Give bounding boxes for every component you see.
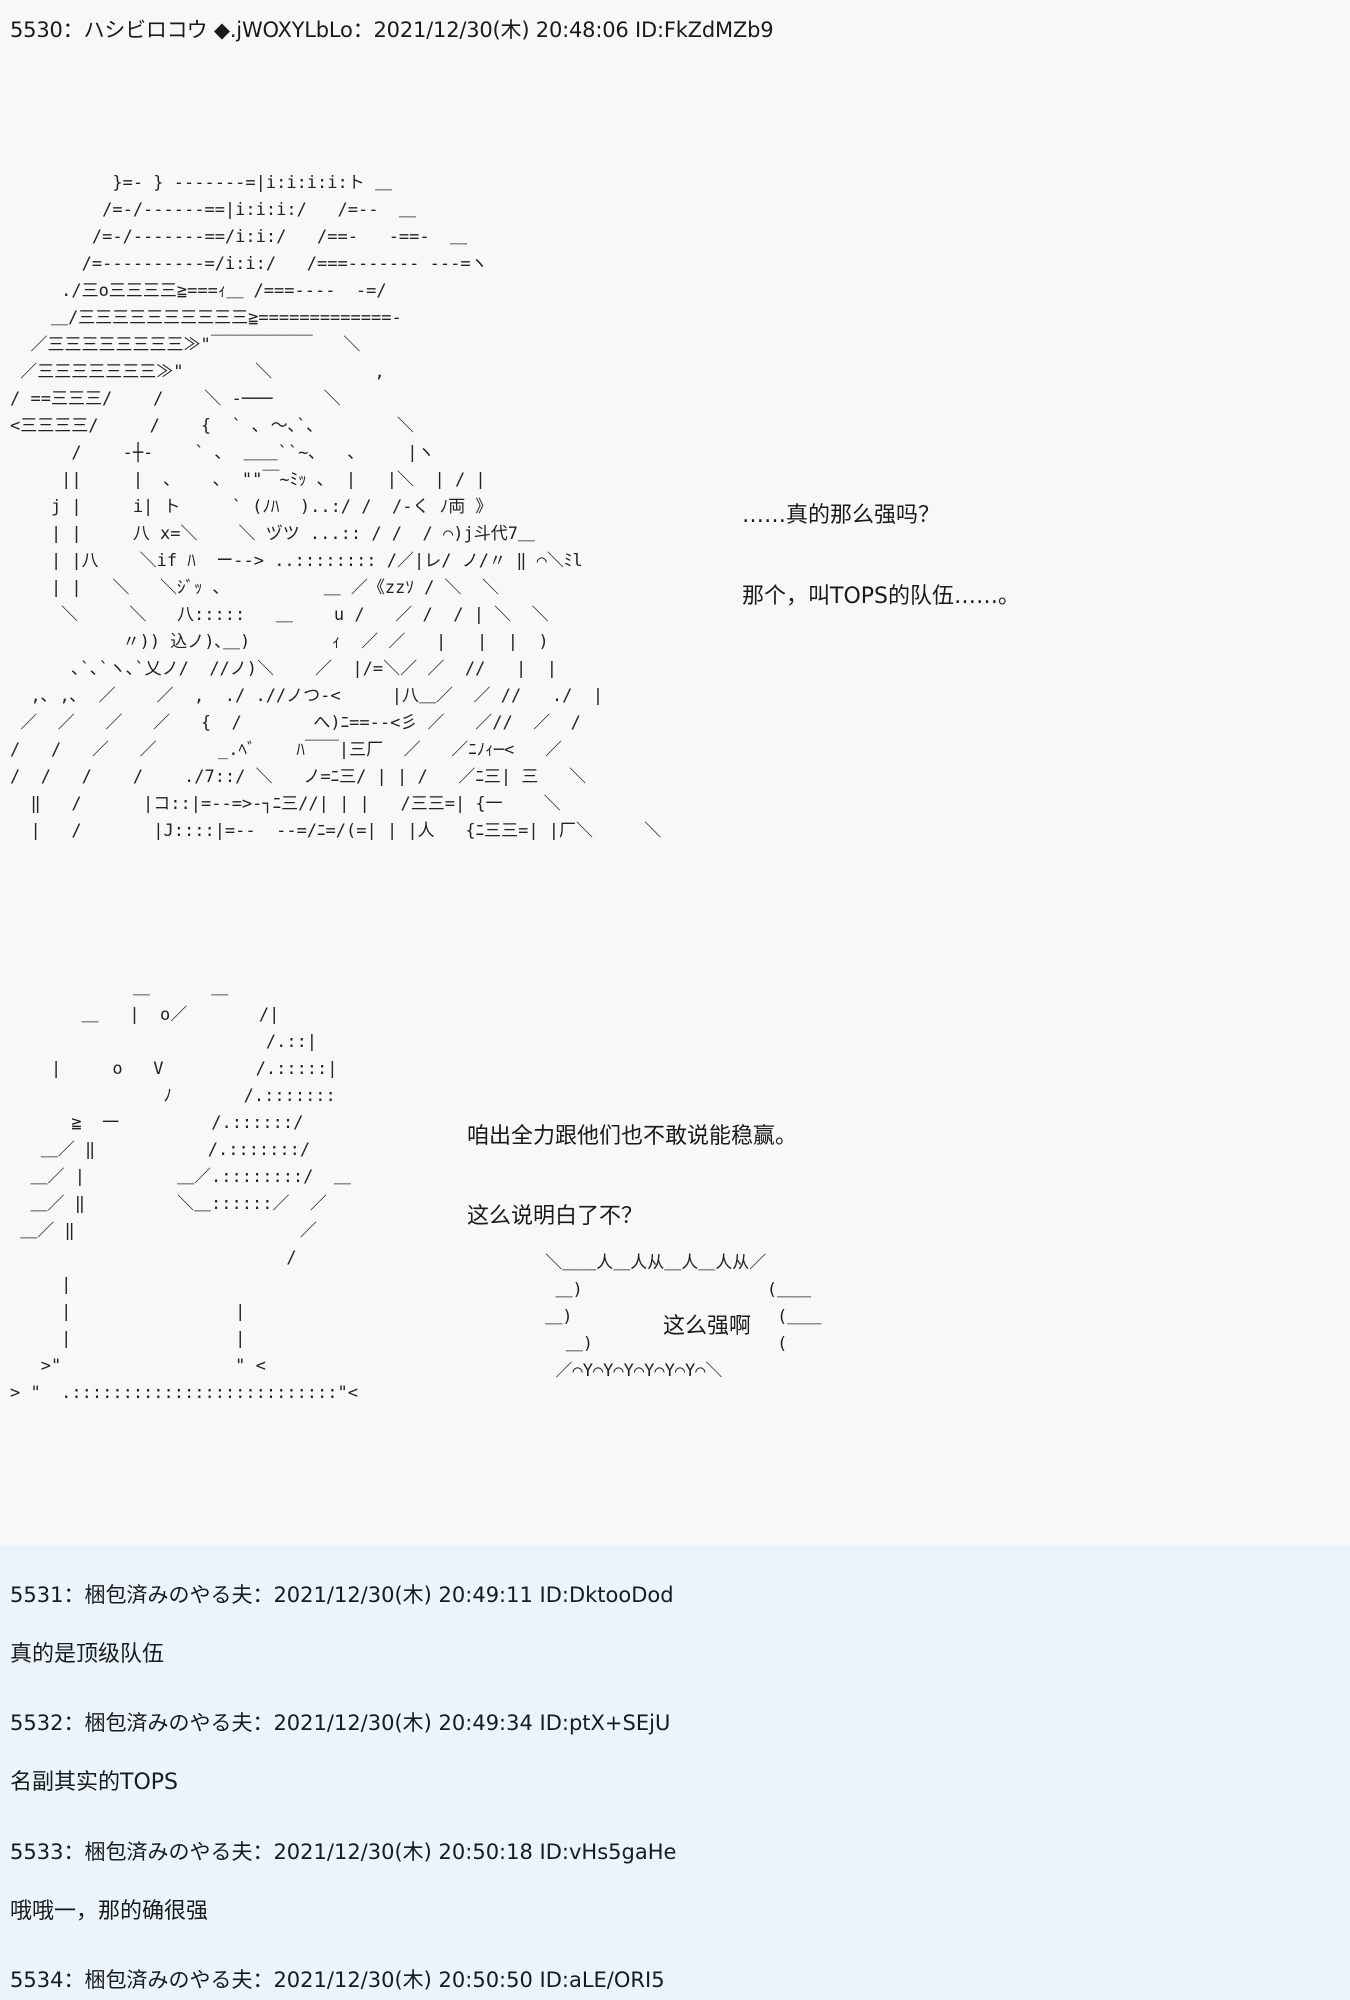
dialogue-line: 咱出全力跟他们也不敢说能稳赢。 xyxy=(467,1124,798,1149)
reply-post: 5531：梱包済みのやる夫：2021/12/30(木) 20:49:11 ID:… xyxy=(10,1579,674,1668)
dialogue-line: 那个，叫TOPS的队伍……。 xyxy=(742,584,1020,609)
reply-post: 5532：梱包済みのやる夫：2021/12/30(木) 20:49:34 ID:… xyxy=(10,1707,670,1796)
ascii-art-character: }=- } -------=|i:i:i:i:ト ＿ /=-/------==|… xyxy=(10,173,662,841)
post-header: 5530：ハシビロコウ ◆.jWOXYLbLo：2021/12/30(木) 20… xyxy=(10,18,774,42)
ascii-art-small-figure: ＿ ＿ ＿ | o／ /| /.::| | o V /.:::::| ﾉ /.:… xyxy=(10,978,358,1403)
reply-body: 真的是顶级队伍 xyxy=(10,1642,165,1667)
reply-header: 5531：梱包済みのやる夫：2021/12/30(木) 20:49:11 ID:… xyxy=(10,1583,674,1607)
reply-body: 哦哦一，那的确很强 xyxy=(10,1899,209,1924)
replies-section: 5531：梱包済みのやる夫：2021/12/30(木) 20:49:11 ID:… xyxy=(0,1545,1350,2000)
speech-bubble-text: 这么强啊 xyxy=(663,1314,752,1339)
dialogue-line: 这么说明白了不？ xyxy=(467,1204,644,1229)
main-post: 5530：ハシビロコウ ◆.jWOXYLbLo：2021/12/30(木) 20… xyxy=(10,18,1020,1403)
speech-bubble-art: ＼＿＿人＿人从＿人＿人从／ ＿) (＿＿ ＿) (＿＿ ＿) ( ／⌒Y⌒Y⌒Y… xyxy=(545,1253,822,1381)
reply-post: 5533：梱包済みのやる夫：2021/12/30(木) 20:50:18 ID:… xyxy=(10,1836,676,1925)
dialogue-line: ……真的那么强吗？ xyxy=(742,503,941,528)
reply-header: 5534：梱包済みのやる夫：2021/12/30(木) 20:50:50 ID:… xyxy=(10,1968,665,1992)
reply-header: 5533：梱包済みのやる夫：2021/12/30(木) 20:50:18 ID:… xyxy=(10,1840,677,1864)
reply-header: 5532：梱包済みのやる夫：2021/12/30(木) 20:49:34 ID:… xyxy=(10,1711,671,1735)
reply-body: 名副其实的TOPS xyxy=(10,1770,178,1795)
reply-post: 5534：梱包済みのやる夫：2021/12/30(木) 20:50:50 ID:… xyxy=(10,1964,665,1994)
